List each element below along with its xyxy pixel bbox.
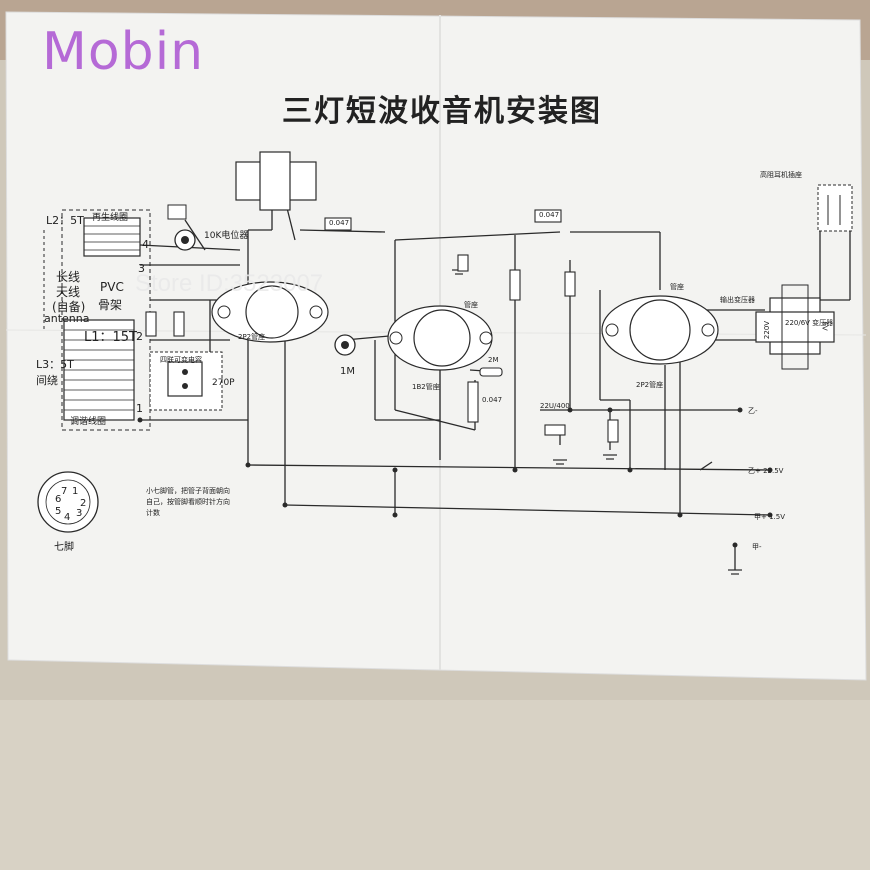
pin-4: 4 xyxy=(64,512,71,523)
label-self-prepared: (自备) xyxy=(52,300,86,314)
label-regen-coil: 再生线圈 xyxy=(92,213,129,223)
label-a-plus: 甲+ 1.5V xyxy=(754,513,786,521)
label-l2: L2：5T xyxy=(46,214,84,227)
earphone-jack xyxy=(817,184,853,232)
label-c270: 270P xyxy=(212,378,235,388)
label-tube-socket-mid: 管座 xyxy=(464,301,478,309)
label-pin-note: 小七脚管，把管子背面朝向自己，按管脚看顺时针方向计数 xyxy=(146,487,230,517)
pot-10k xyxy=(167,204,196,251)
power-transformer xyxy=(755,284,835,370)
pin-6: 6 xyxy=(55,494,62,505)
label-antenna-cn: 天线 xyxy=(56,285,81,299)
tube-socket-1 xyxy=(211,281,329,343)
label-n3: 3 xyxy=(138,262,145,275)
label-n4: 4 xyxy=(142,238,149,251)
pin-2: 2 xyxy=(80,498,87,509)
pin-1: 1 xyxy=(72,486,79,497)
regen-coil xyxy=(83,217,141,257)
label-seven-pin: 七脚 xyxy=(54,542,74,553)
label-tube-socket-1: 2P2管座 xyxy=(238,333,266,341)
label-v6: 6V xyxy=(820,321,829,331)
label-c22u: 22U/400 xyxy=(540,402,570,410)
label-l1: L1：15T xyxy=(84,330,137,345)
label-antenna: antenna xyxy=(44,312,90,325)
label-v220: 220V xyxy=(763,320,772,340)
seven-pin-diagram xyxy=(37,471,99,533)
watermark-logo: Mobin xyxy=(42,22,205,82)
tube-socket-3 xyxy=(601,295,719,365)
pin-3: 3 xyxy=(76,508,83,519)
capacitors xyxy=(324,209,562,231)
label-earphone-jack: 高阻耳机插座 xyxy=(760,171,802,179)
label-tube-socket-2: 1B2管座 xyxy=(412,383,440,391)
store-id-watermark: Store ID:3523007 xyxy=(135,270,324,297)
label-l3: L3：5T xyxy=(36,358,74,371)
top-transformer xyxy=(235,151,317,211)
label-frame: 骨架 xyxy=(98,298,123,312)
label-n2: 2 xyxy=(136,330,143,343)
label-cap-0047-a: 0.047 xyxy=(329,219,350,227)
label-long-wire: 长线 xyxy=(56,270,81,284)
tuning-coil xyxy=(63,319,135,421)
pin-5: 5 xyxy=(55,506,62,517)
variable-capacitor xyxy=(149,351,223,411)
label-r1m: 1M xyxy=(340,366,355,377)
label-cap-0047-c: 0.047 xyxy=(482,396,503,404)
label-dual-cap: 四联可变电容 xyxy=(160,356,202,364)
junctions xyxy=(137,407,773,548)
pin-7: 7 xyxy=(61,486,68,497)
tube-socket-2 xyxy=(387,305,493,371)
resistors xyxy=(145,254,619,443)
label-cap-0047-b: 0.047 xyxy=(539,211,560,219)
diagram-title: 三灯短波收音机安装图 xyxy=(282,94,602,129)
label-r2m: 2M xyxy=(488,356,499,364)
label-pvc: PVC xyxy=(100,280,124,294)
label-a-minus: 甲- xyxy=(752,543,762,551)
label-b-minus: 乙- xyxy=(748,407,758,415)
label-tube-socket-right: 管座 xyxy=(670,283,684,291)
label-power-transformer: 220/6V 变压器 xyxy=(785,319,834,327)
label-tuning-coil: 调谐线圈 xyxy=(70,417,107,427)
label-n1: 1 xyxy=(136,402,143,415)
label-wind-between: 间绕 xyxy=(36,374,58,387)
pot-1m xyxy=(334,334,356,356)
label-b-plus: 乙+ 22.5V xyxy=(748,467,784,475)
label-tube-socket-3: 2P2管座 xyxy=(636,381,664,389)
label-output-transformer: 输出变压器 xyxy=(720,296,755,304)
label-pot-10k: 10K电位器 xyxy=(204,231,249,241)
